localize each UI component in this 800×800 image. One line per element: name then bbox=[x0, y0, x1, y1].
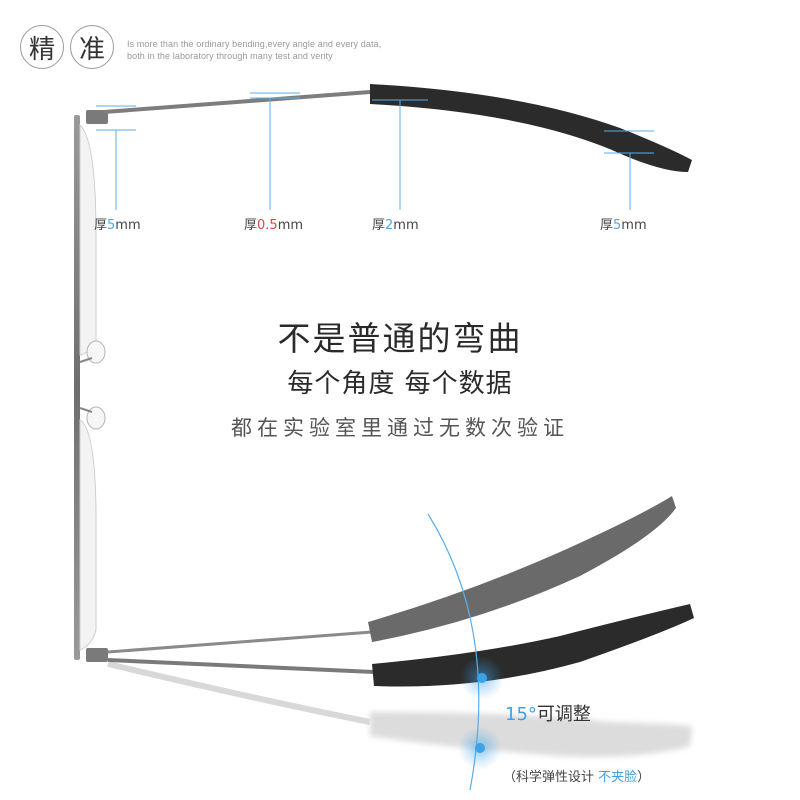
hinge-top bbox=[86, 110, 108, 124]
thickness-label-3: 厚2mm bbox=[372, 218, 419, 233]
header-char-1: 精 bbox=[20, 25, 64, 69]
header-tagline: Is more than the ordinary bending,every … bbox=[127, 38, 381, 62]
thickness-label-2: 厚0.5mm bbox=[244, 218, 304, 233]
header-line-2: both in the laboratory through many test… bbox=[127, 51, 333, 61]
header-char-2: 准 bbox=[70, 25, 114, 69]
measurement-markers bbox=[96, 92, 654, 210]
adjustment-arc bbox=[427, 513, 504, 791]
headline-3: 都在实验室里通过无数次验证 bbox=[231, 416, 569, 440]
rubber-tip bbox=[370, 84, 692, 172]
thickness-label-1: 厚5mm bbox=[94, 218, 141, 233]
design-note: （科学弹性设计 不夹脸） bbox=[503, 770, 651, 785]
thickness-label-4: 厚5mm bbox=[600, 218, 647, 233]
top-temple-arm bbox=[102, 84, 692, 172]
headline-2: 每个角度 每个数据 bbox=[287, 369, 513, 399]
hinge-bottom bbox=[86, 648, 108, 662]
front-frame bbox=[74, 110, 108, 662]
header-line-1: Is more than the ordinary bending,every … bbox=[127, 39, 382, 49]
bottom-temple-arms bbox=[107, 496, 694, 757]
headline-1: 不是普通的弯曲 bbox=[277, 319, 523, 358]
angle-label: 15°可调整 bbox=[505, 704, 591, 725]
